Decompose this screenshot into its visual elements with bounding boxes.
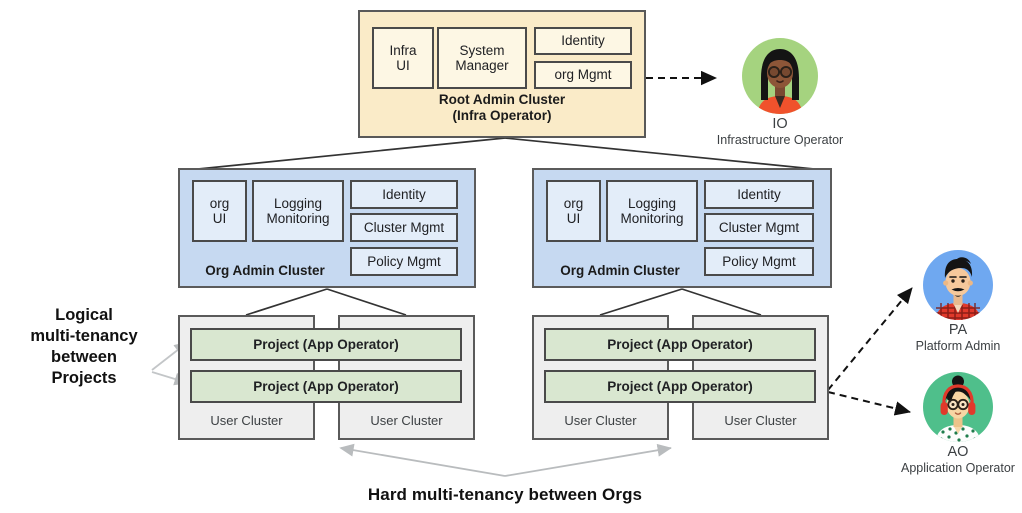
io-role: Infrastructure Operator (716, 133, 844, 147)
pa-role: Platform Admin (915, 339, 1001, 353)
hard-tenancy-arrow (339, 443, 672, 477)
root-module-org-mgmt[interactable]: org Mgmt (534, 61, 632, 89)
user-cluster-left-2-label: User Cluster (370, 413, 443, 428)
root-admin-cluster-caption-line2: (Infra Operator) (452, 107, 552, 123)
org-left-module-org-ui[interactable]: org UI (192, 180, 247, 242)
org-left-module-cluster-mgmt[interactable]: Cluster Mgmt (350, 213, 458, 242)
logical-label-line-4: Projects (51, 369, 117, 388)
io-initials: IO (772, 116, 788, 132)
org-right-module-org-ui-line1: org (563, 195, 584, 211)
root-admin-cluster-caption: Root Admin Cluster (Infra Operator) (358, 92, 646, 124)
org-admin-cluster-right-caption: Org Admin Cluster (560, 263, 680, 278)
ao-role: Application Operator (901, 461, 1015, 475)
project-left-2[interactable]: Project (App Operator) (190, 370, 462, 403)
ao-initials: AO (947, 444, 969, 460)
org-right-module-org-ui-line2: UI (566, 211, 581, 226)
org-admin-cluster-left-caption: Org Admin Cluster (205, 263, 325, 278)
org-right-module-org-ui[interactable]: org UI (546, 180, 601, 242)
org-left-to-user-connectors (245, 288, 407, 316)
pa-initials: PA (948, 322, 968, 338)
project-right-2[interactable]: Project (App Operator) (544, 370, 816, 403)
org-left-module-logging-monitoring[interactable]: Logging Monitoring (252, 180, 344, 242)
org-left-module-org-ui-line1: org (209, 195, 230, 211)
root-module-infra-ui[interactable]: Infra UI (372, 27, 434, 89)
logical-label-line-1: Logical (55, 306, 113, 324)
root-module-system-manager-line1: System (459, 42, 505, 58)
persona-io[interactable]: IO Infrastructure Operator (694, 38, 866, 147)
org-right-module-logging-line1: Logging (627, 195, 677, 211)
persona-pa[interactable]: PA Platform Admin (898, 250, 1018, 353)
io-avatar-icon (742, 38, 818, 114)
pa-avatar-icon (923, 250, 993, 320)
org-right-to-user-connectors (599, 288, 762, 316)
org-left-module-logging-line2: Monitoring (266, 211, 330, 226)
org-right-module-policy-mgmt[interactable]: Policy Mgmt (704, 247, 814, 276)
root-module-identity[interactable]: Identity (534, 27, 632, 55)
root-admin-cluster-caption-line1: Root Admin Cluster (438, 92, 566, 107)
root-module-system-manager[interactable]: System Manager (437, 27, 527, 89)
org-left-module-policy-mgmt[interactable]: Policy Mgmt (350, 247, 458, 276)
org-left-module-logging-line1: Logging (273, 195, 323, 211)
org-right-module-logging-monitoring[interactable]: Logging Monitoring (606, 180, 698, 242)
user-cluster-right-2-label: User Cluster (724, 413, 797, 428)
org-right-module-logging-line2: Monitoring (620, 211, 684, 226)
logical-multi-tenancy-label: Logical multi-tenancy between Projects (18, 305, 150, 389)
root-module-system-manager-line2: Manager (455, 58, 509, 73)
org-right-module-cluster-mgmt[interactable]: Cluster Mgmt (704, 213, 814, 242)
hard-multi-tenancy-label: Hard multi-tenancy between Orgs (367, 485, 643, 504)
user-cluster-left-1-label: User Cluster (210, 413, 283, 428)
project-right-1[interactable]: Project (App Operator) (544, 328, 816, 361)
user-cluster-right-1-label: User Cluster (564, 413, 637, 428)
persona-ao[interactable]: AO Application Operator (898, 372, 1018, 475)
project-left-1[interactable]: Project (App Operator) (190, 328, 462, 361)
org-right-module-identity[interactable]: Identity (704, 180, 814, 209)
ao-avatar-icon (923, 372, 993, 442)
org-left-module-org-ui-line2: UI (212, 211, 227, 226)
org-left-module-identity[interactable]: Identity (350, 180, 458, 209)
logical-label-line-2: multi-tenancy (30, 327, 138, 346)
root-module-infra-ui-line2: UI (396, 58, 410, 73)
root-module-infra-ui-line1: Infra (389, 42, 417, 58)
logical-label-line-3: between (50, 348, 118, 367)
